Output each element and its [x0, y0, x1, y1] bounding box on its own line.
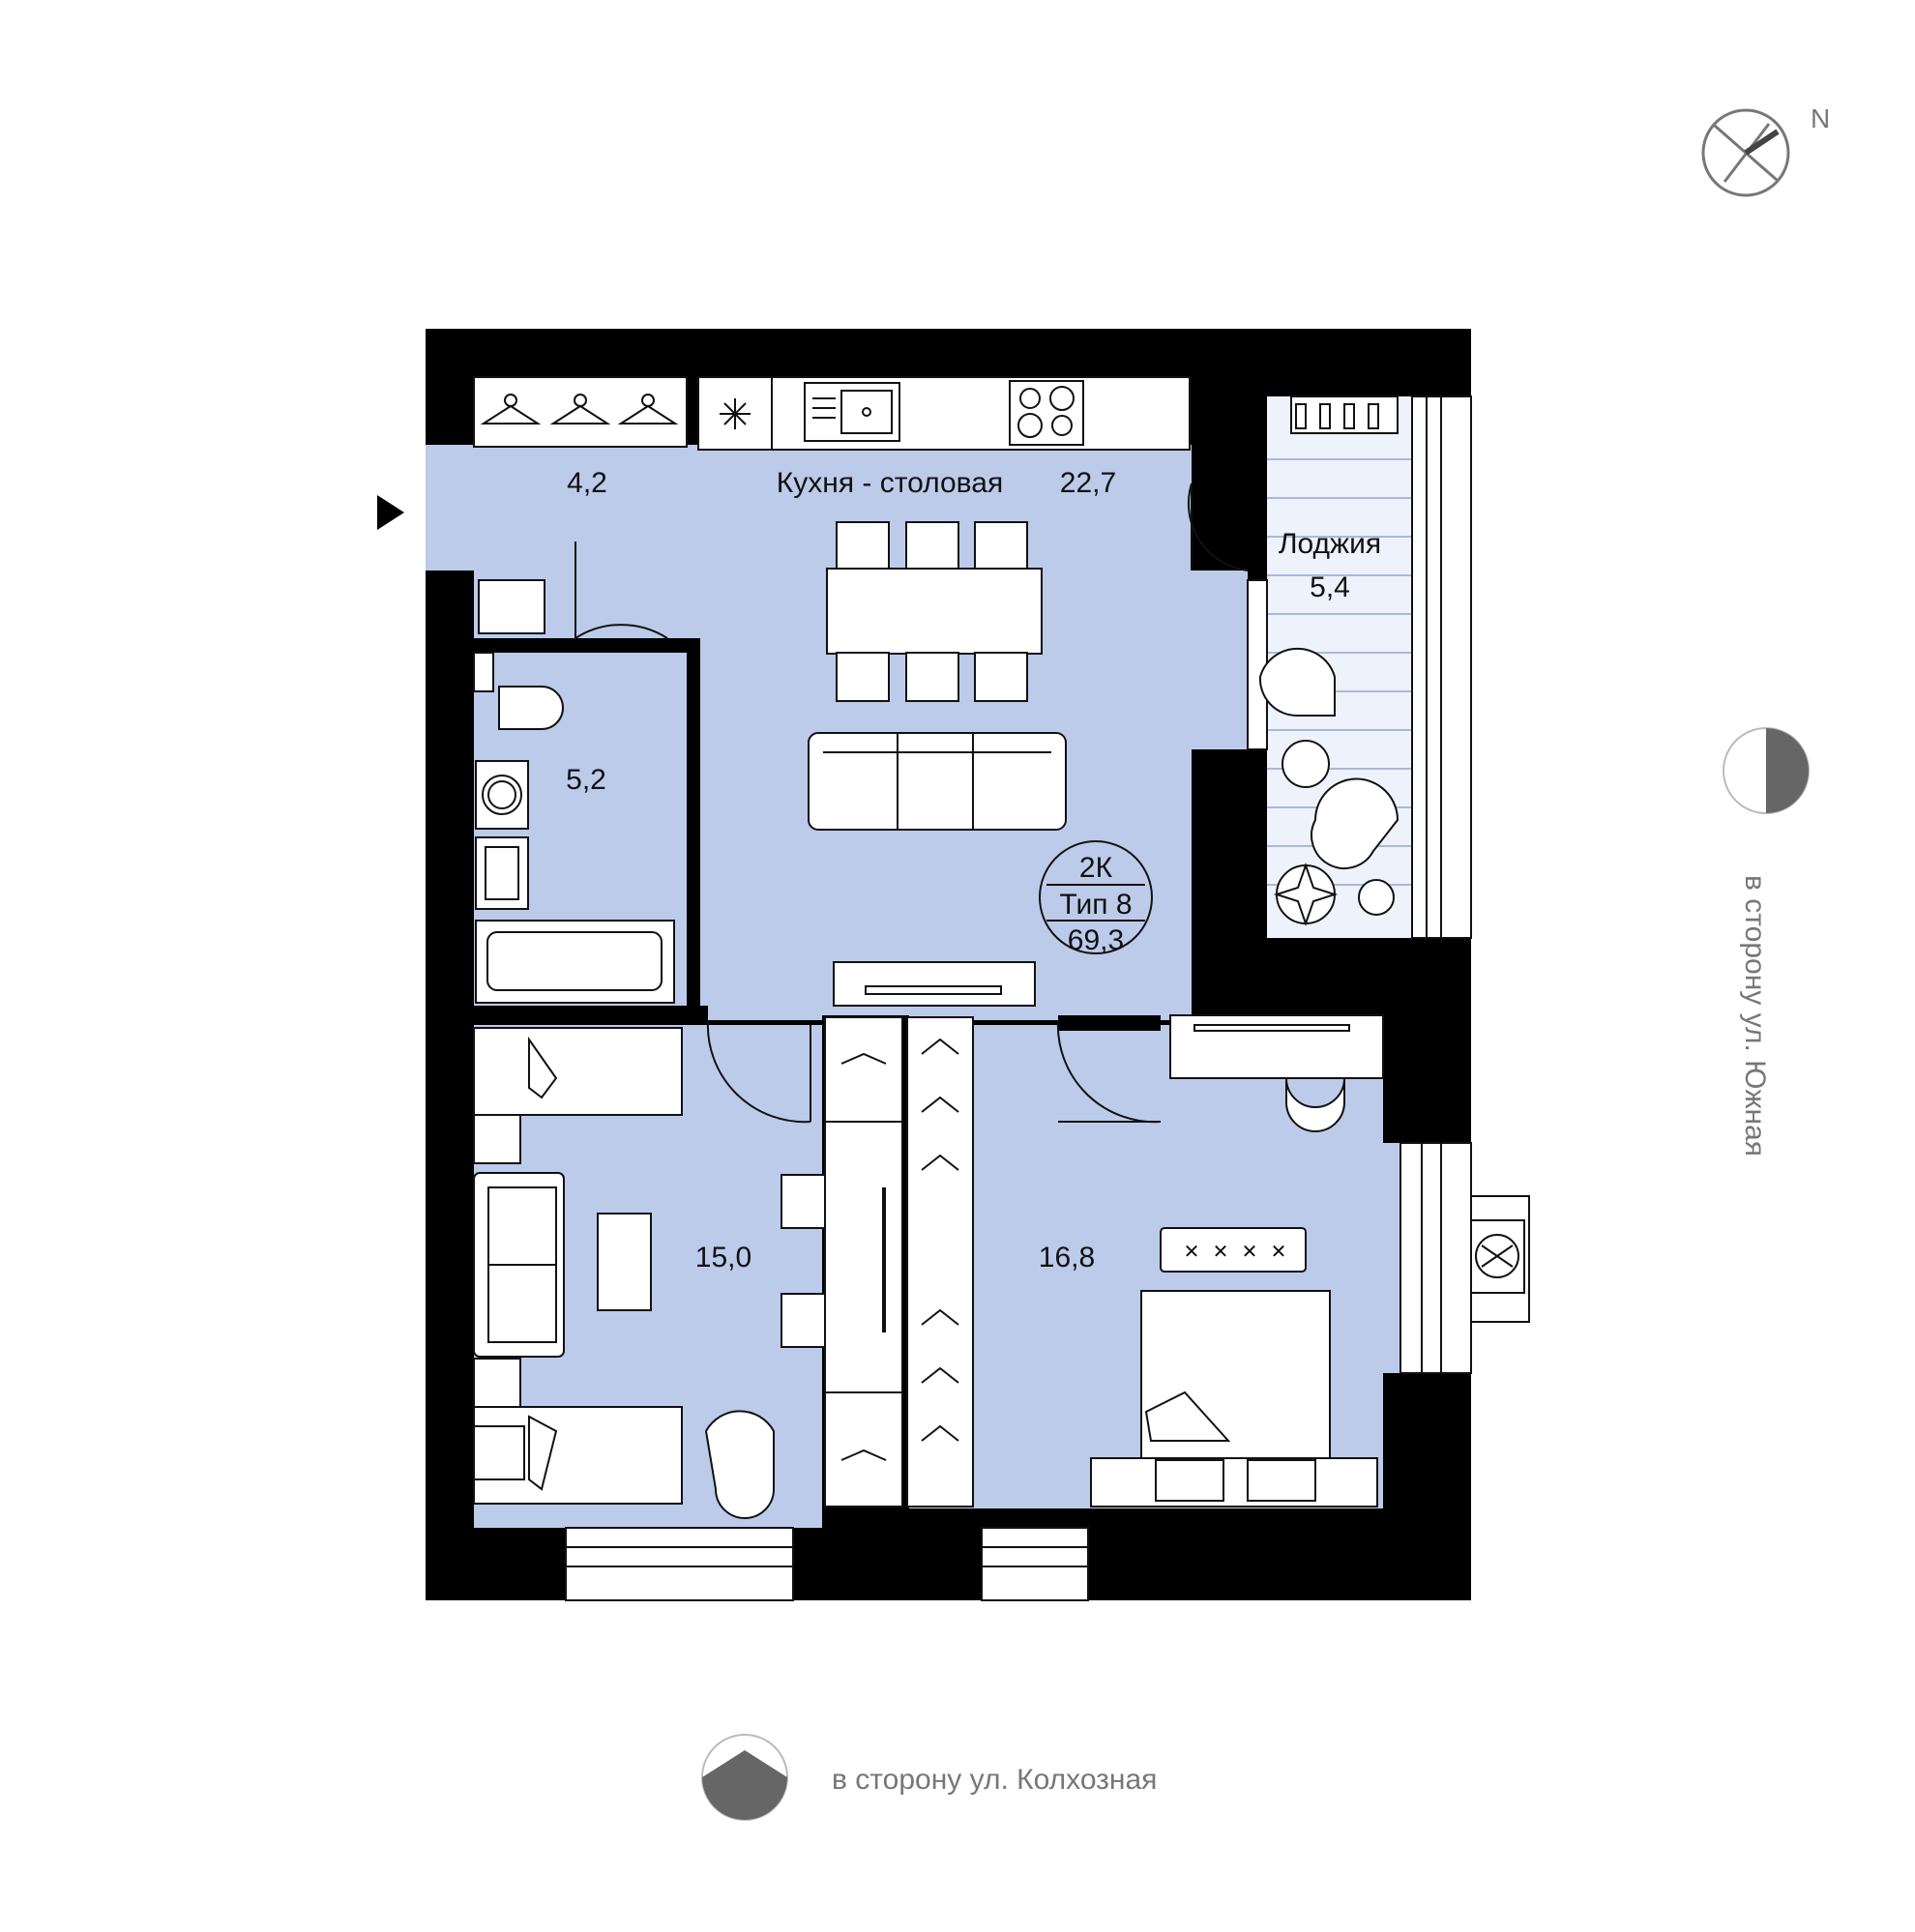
doors [574, 483, 1249, 1124]
compass-icon [1701, 108, 1790, 197]
badge-total-area: 69,3 [1068, 924, 1124, 956]
ac-unit-icon [1470, 1195, 1530, 1323]
shoe-rack [478, 579, 545, 634]
bedroom-area-label: 16,8 [1039, 1242, 1095, 1273]
east-sun-icon [1723, 727, 1810, 814]
south-sun-icon [701, 1734, 788, 1821]
north-label: N [1811, 103, 1830, 133]
apartment-badge: 2К Тип 8 69,3 [1039, 840, 1153, 956]
east-street-label: в сторону ул. Южная [1739, 875, 1771, 1156]
kitchen-area-label: 22,7 [1060, 467, 1116, 499]
dining-table [826, 521, 1043, 702]
kitchen-sofa [808, 732, 1067, 831]
living-furniture [473, 1027, 829, 1519]
loggia-furniture [1258, 395, 1399, 927]
loggia-area-label: 5,4 [1310, 571, 1350, 603]
bedroom-furniture: ✕ ✕ ✕ ✕ [1090, 1014, 1384, 1508]
kitchen-name-label: Кухня - столовая [777, 467, 1003, 499]
svg-text:✕: ✕ [1213, 1242, 1229, 1263]
svg-text:✕: ✕ [1271, 1242, 1287, 1263]
fridge-icon [720, 398, 751, 429]
bathroom-fixtures [473, 652, 675, 1004]
kitchen-counter [697, 376, 1191, 451]
kitchen-tv [833, 961, 1036, 1007]
entrance-arrow-icon [377, 495, 404, 530]
sink-icon [804, 382, 900, 442]
badge-rooms: 2К [1079, 852, 1113, 884]
hall-wardrobe [473, 376, 688, 448]
badge-type: Тип 8 [1059, 889, 1132, 921]
loggia-door-frame [1247, 579, 1268, 750]
svg-text:✕: ✕ [1184, 1242, 1200, 1263]
stove-icon [1009, 380, 1084, 446]
svg-text:✕: ✕ [1242, 1242, 1258, 1263]
south-street-label: в сторону ул. Колхозная [832, 1764, 1157, 1796]
central-wardrobe [824, 1016, 974, 1508]
living-area-label: 15,0 [695, 1242, 751, 1273]
bathroom-area-label: 5,2 [566, 764, 606, 796]
loggia-name-label: Лоджия [1279, 528, 1381, 560]
windows [565, 1142, 1472, 1601]
hall-area-label: 4,2 [567, 467, 607, 499]
